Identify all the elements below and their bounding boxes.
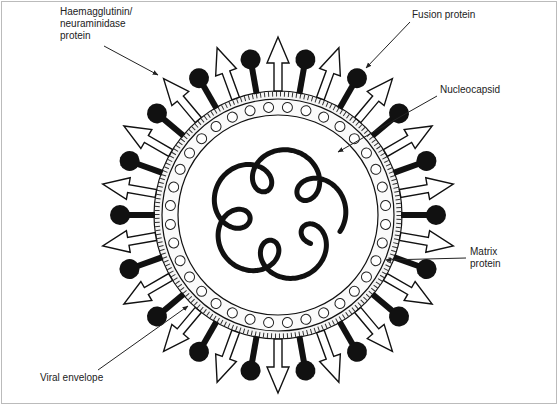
matrix-proteins <box>165 102 391 328</box>
hn-spikes <box>101 37 455 393</box>
leader-line <box>98 306 188 370</box>
virion <box>101 37 455 393</box>
part-label: Nucleocapsid <box>440 84 500 96</box>
leader-line <box>338 96 437 152</box>
part-label: Viral envelope <box>40 372 103 384</box>
leader-line <box>386 258 466 260</box>
part-label: Matrix protein <box>470 246 516 270</box>
leader-line <box>366 22 410 68</box>
envelope-inner <box>162 99 394 331</box>
leader-lines <box>98 22 466 370</box>
core-boundary <box>178 115 378 315</box>
leader-line <box>104 46 158 75</box>
nucleocapsid-coil <box>214 150 345 279</box>
envelope-outer <box>154 91 402 339</box>
lipid-bilayer <box>157 94 399 336</box>
part-label: Fusion protein <box>412 9 475 21</box>
part-label: Haemagglutinin/ neuraminidase protein <box>60 6 144 42</box>
fusion-spikes <box>110 48 446 382</box>
